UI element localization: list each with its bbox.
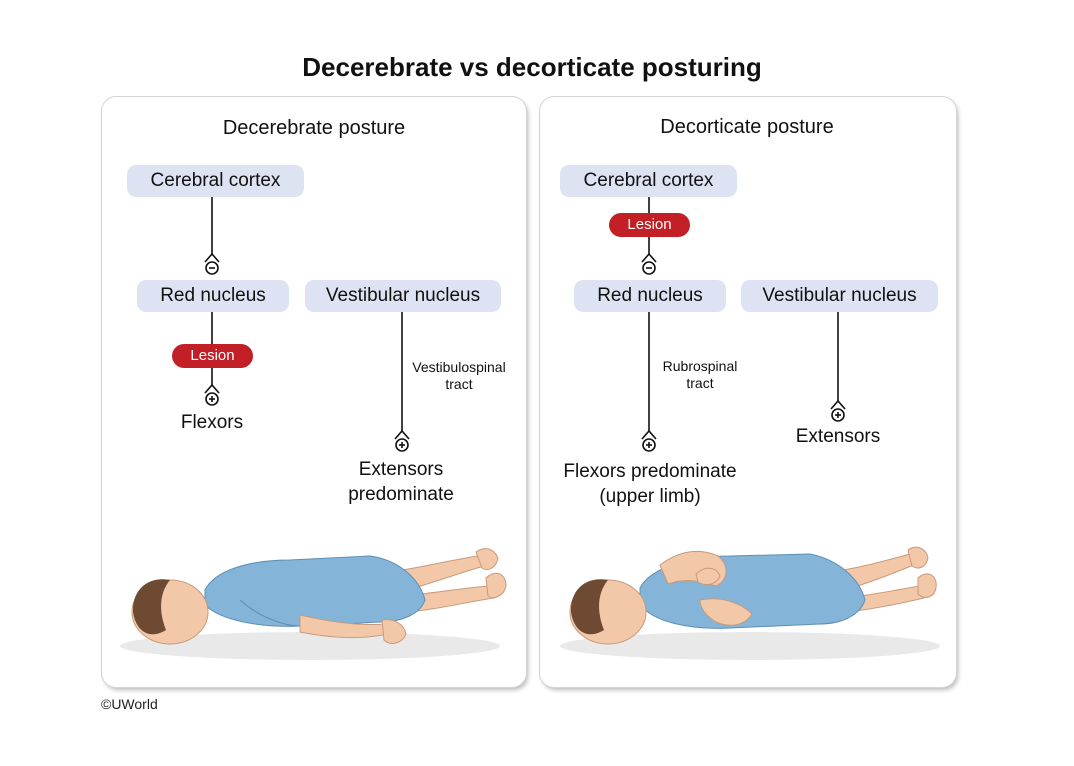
left-lesion-badge: Lesion — [172, 344, 253, 368]
right-tract-label: Rubrospinal tract — [662, 358, 738, 391]
right-extensors-label: Extensors — [795, 426, 881, 447]
plus-circle-icon — [204, 383, 220, 406]
copyright-notice: ©UWorld — [101, 696, 158, 712]
plus-circle-icon — [830, 399, 846, 422]
right-flexors-label: Flexors predominate (upper limb) — [563, 461, 737, 507]
right-cerebral-cortex-box: Cerebral cortex — [560, 165, 737, 197]
left-tract-label: Vestibulospinal tract — [412, 359, 506, 392]
minus-circle-icon — [204, 252, 220, 275]
plus-circle-icon — [394, 429, 410, 452]
plus-circle-icon — [641, 429, 657, 452]
decerebrate-patient-illustration — [120, 548, 507, 660]
decorticate-patient-illustration — [560, 546, 940, 660]
minus-circle-icon — [641, 252, 657, 275]
right-lesion-badge: Lesion — [609, 213, 690, 237]
left-red-nucleus-box: Red nucleus — [137, 280, 289, 312]
decorticate-title: Decorticate posture — [660, 116, 834, 138]
right-vestibular-nucleus-box: Vestibular nucleus — [741, 280, 938, 312]
left-vestibular-nucleus-box: Vestibular nucleus — [305, 280, 501, 312]
left-flexors-label: Flexors — [180, 412, 244, 433]
left-cerebral-cortex-box: Cerebral cortex — [127, 165, 304, 197]
left-extensors-label: Extensors predominate — [348, 459, 454, 505]
decerebrate-title: Decerebrate posture — [222, 117, 406, 139]
right-red-nucleus-box: Red nucleus — [574, 280, 726, 312]
diagram-title: Decerebrate vs decorticate posturing — [302, 52, 762, 82]
